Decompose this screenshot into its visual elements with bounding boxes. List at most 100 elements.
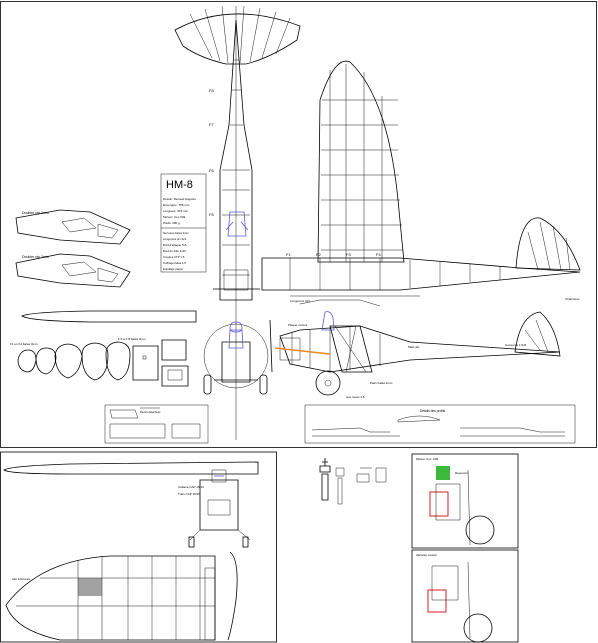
spec-line-7: Entoilage papier [163,267,183,271]
title-line-1: Dessin: Renaud Auguste [163,197,196,201]
longeron-strip [21,310,197,323]
top-wing-ribs [189,5,291,64]
side-station-f4: F4 [376,252,381,257]
small-part-2 [335,467,345,505]
parts-note: Pieces detachees [140,410,161,414]
former-7 [161,339,187,361]
former-8 [161,365,189,387]
doubler-bottom-label: Doubler ctp 2mm [22,255,49,259]
wing-ribs [321,99,403,251]
wing-tip-profile [227,551,238,641]
fuel-tank-label: Reservoir [455,471,468,475]
engine-bay-top-label: Moteur Cox .049 [416,457,439,461]
station-label-f6: F6 [209,168,214,173]
wing-strip-bottom [3,461,259,475]
engine-side [279,337,301,361]
former-4 [81,342,109,381]
engine-mount-top [223,269,249,291]
hinge-label: Charnieres [565,297,580,301]
side-station-f3: F3 [346,252,351,257]
wing-struts [329,325,373,373]
side-station-f1: F1 [286,252,291,257]
pilot-figure-top [225,211,249,237]
fuel-tank-icon [436,466,450,480]
engine-highlight-bottom [427,589,447,613]
top-view [174,5,301,440]
small-part-1 [319,458,331,501]
propeller-disc [203,323,269,389]
doubler-top-label: Doubler ctp 2mm [22,211,49,215]
station-label-f7: F7 [209,122,214,127]
small-parts [319,458,387,505]
spec-line-4: Bord de fuite 3x10 [163,249,186,253]
fuselage-formers [289,258,501,290]
tail-notes-label: Gouverne 1.5x5 [505,343,527,347]
gear-label: Train CAP 15/10 [178,492,200,496]
model-title: HM-8 [166,179,193,191]
engine-bay-panels: Moteur Cox .049 Reservoir Variante moteu… [411,453,519,643]
small-part-3 [356,467,372,483]
struts-label: Mats alu [408,345,420,349]
doubler-top [15,209,131,245]
engine-bay-bottom-label: Variante moteur [416,553,437,557]
lower-wing-label: Aile inferieure [12,577,31,581]
spec-line-1: Nervures balsa 2mm [163,231,189,235]
former-2 [35,347,57,375]
lower-fuselage [279,325,561,373]
station-labels: F8 F7 F6 F5 [209,88,214,217]
skid-label: Patin balsa 2mm [370,381,393,385]
lower-tail [514,311,561,357]
cabane-label: Cabane CAP 15/10 [178,485,204,489]
spec-line-5: Couples CTP 1.5 [163,255,185,259]
top-formers [222,59,250,276]
wing-planform [317,60,405,263]
side-view-upper: F1 F2 F3 F4 Longerons 3x3 Charnieres [261,60,581,307]
title-line-2: Envergure: 785 mm [163,203,190,207]
doubler-bottom [15,253,131,288]
mount-label: Plaque moteur [288,323,308,327]
front-wheel-right [259,374,268,395]
longeron-label: Longerons 3x3 [290,299,310,303]
former-1 [17,349,37,373]
front-view [203,321,269,395]
top-wing-outline [174,13,301,65]
station-label-f8: F8 [209,88,214,93]
main-sheet-border [0,1,597,448]
fuselage-side [261,257,581,291]
small-part-4 [375,467,387,483]
main-wheel [315,370,341,396]
inset-title: Details des profils [420,409,446,413]
vertical-tail [515,217,581,271]
former-label-left: F1 en F4 balsa 3mm [10,342,38,346]
lower-wing-panel [5,555,216,641]
spec-line-6: Coffrage balsa 1.5 [163,261,186,265]
wheel-bottom [463,613,493,643]
former-label-right: F 5 a F 8 balsa 3mm [118,337,146,341]
former-5 [105,341,131,381]
side-view-lower: Plaque moteur Mats alu Gouverne 1.5x5 Pa… [269,311,561,399]
former-6 [132,345,159,381]
profiles-inset: Details des profils [304,404,576,444]
title-line-3: Longueur: 515 mm [163,209,189,213]
front-wheel-left [203,374,212,395]
propeller-side [269,319,273,373]
wheel-top [465,515,495,545]
engine-highlight-top [429,491,449,517]
cabane-assembly [199,479,239,531]
station-label-f5: F5 [209,212,214,217]
pilot-figure-side [321,311,335,331]
side-station-f2: F2 [316,252,321,257]
title-line-4: Moteur: Cox 049 [163,215,186,219]
title-line-5: Poids: 300 g [163,221,180,225]
bottom-left-panel: Cabane CAP 15/10 Train CAP 15/10 Aile in… [0,451,277,643]
wheel-axle-label: Axe roues 1.5 [346,395,365,399]
spec-line-2: Longerons pin 3x3 [163,237,186,241]
title-block: HM-8 Dessin: Renaud Auguste Envergure: 7… [160,173,207,273]
parts-box: Pieces detachees [104,404,209,444]
spec-line-3: Bord d'attaque 5x5 [163,243,187,247]
pilot-figure-front [228,321,244,349]
formers-row: F1 en F4 balsa 3mm F 5 a F 8 balsa 3mm [10,337,189,387]
front-fuselage [221,341,251,383]
doubler-parts: Doubler ctp 2mm Doubler ctp 2mm [15,209,131,288]
